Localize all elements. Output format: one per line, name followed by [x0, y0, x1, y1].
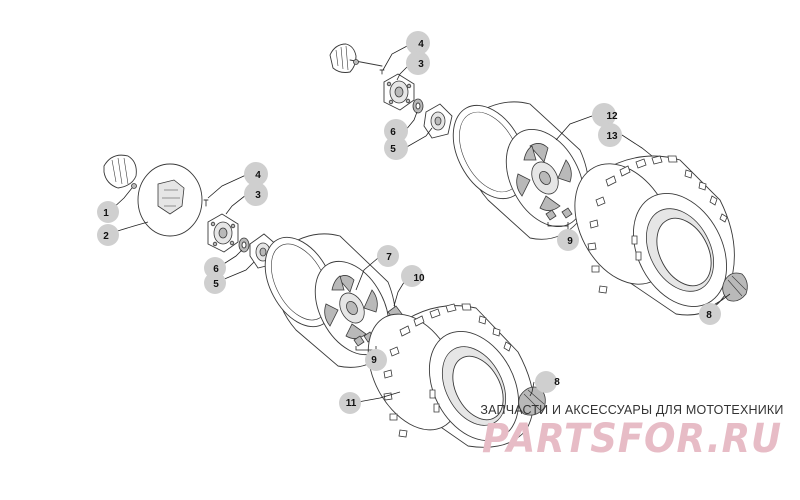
top-bearing: [412, 98, 424, 114]
mid-bearing: [238, 237, 250, 253]
watermark: ЗАПЧАСТИ И АКСЕССУАРЫ ДЛЯ МОТОТЕХНИКИ PA…: [480, 403, 783, 462]
callout-2: 2: [97, 224, 119, 246]
svg-text:6: 6: [390, 127, 396, 138]
svg-text:7: 7: [386, 252, 392, 263]
svg-text:10: 10: [413, 273, 425, 284]
callout-11: 11: [339, 392, 361, 414]
callout-4-mid: 4: [244, 162, 268, 186]
callout-7: 7: [377, 245, 399, 267]
svg-text:4: 4: [418, 39, 424, 50]
svg-text:6: 6: [213, 264, 219, 275]
watermark-brand: PARTSFOR.RU: [482, 416, 782, 462]
callout-8-bottom: 8: [535, 371, 560, 393]
svg-text:5: 5: [390, 144, 396, 155]
callout-9-top: 9: [557, 229, 579, 251]
svg-text:2: 2: [103, 231, 109, 242]
callout-13: 13: [598, 123, 622, 147]
leader-lines: [110, 44, 731, 403]
callout-6-top: 6: [384, 119, 408, 143]
svg-text:3: 3: [418, 59, 424, 70]
brake-caliper: [103, 154, 137, 189]
rear-rim: [452, 101, 589, 240]
callout-3-top: 3: [406, 51, 430, 75]
callout-8-right: 8: [699, 303, 721, 325]
svg-text:12: 12: [606, 111, 618, 122]
callout-12: 12: [592, 103, 618, 127]
svg-text:11: 11: [346, 398, 357, 409]
callout-3-mid: 3: [244, 182, 268, 206]
mid-stud: [203, 199, 209, 207]
svg-text:9: 9: [371, 355, 377, 366]
top-knuckle: [329, 43, 383, 73]
top-hub: [379, 69, 415, 111]
mid-hub-assembly: [103, 154, 279, 269]
front-tire: [367, 303, 534, 448]
callout-10: 10: [401, 265, 425, 287]
svg-text:3: 3: [255, 190, 261, 201]
watermark-tagline: ЗАПЧАСТИ И АКСЕССУАРЫ ДЛЯ МОТОТЕХНИКИ: [480, 403, 783, 417]
callout-1: 1: [97, 201, 119, 223]
callout-9-bottom: 9: [365, 349, 387, 371]
svg-text:8: 8: [554, 377, 560, 388]
svg-text:8: 8: [706, 310, 712, 321]
rear-wheel-nut: [722, 272, 748, 302]
brake-disc: [137, 163, 203, 237]
callout-5-top: 5: [384, 136, 408, 160]
svg-text:4: 4: [255, 170, 261, 181]
svg-text:9: 9: [567, 236, 573, 247]
callout-5-mid: 5: [204, 272, 226, 294]
svg-text:13: 13: [606, 131, 618, 142]
svg-text:5: 5: [213, 279, 219, 290]
callout-4-top: 4: [406, 31, 430, 55]
svg-text:1: 1: [103, 208, 109, 219]
mid-hub: [207, 213, 239, 253]
rear-lug-nuts: [545, 207, 573, 221]
